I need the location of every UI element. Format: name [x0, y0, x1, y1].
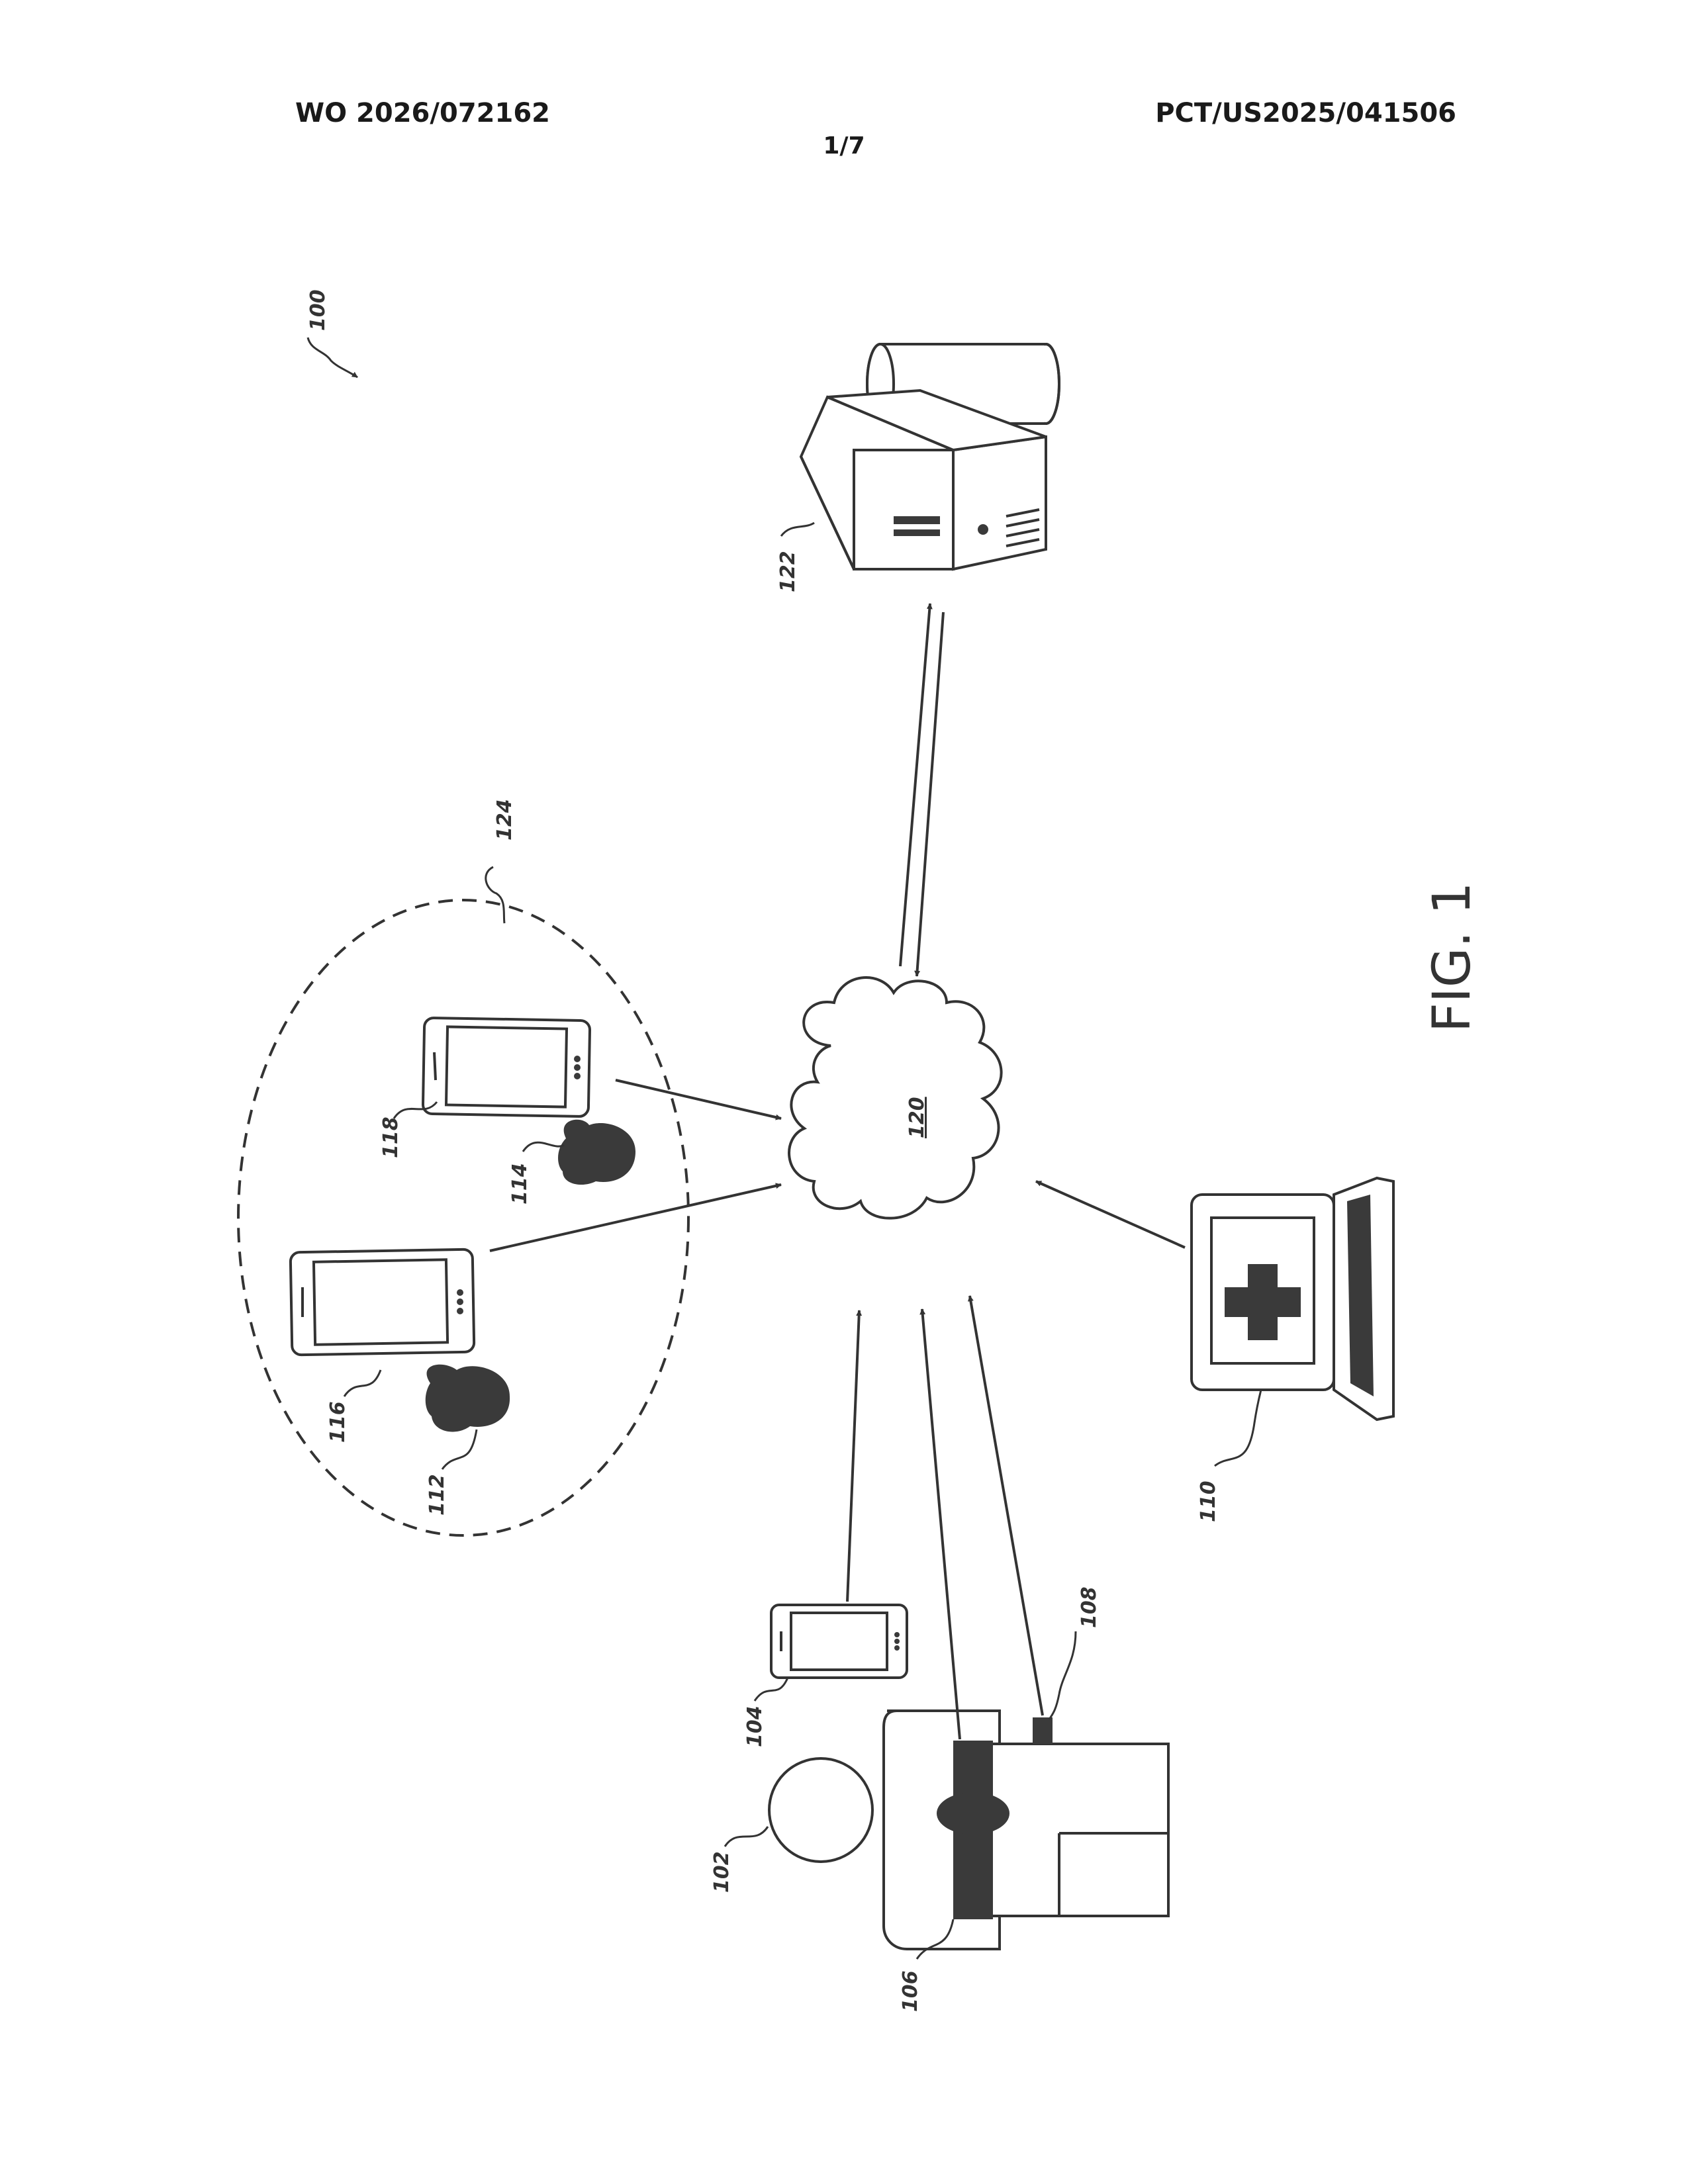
label-124: 124 — [493, 799, 516, 841]
label-114: 114 — [508, 1163, 532, 1205]
user-arm-block — [983, 1744, 1168, 1916]
arrow-network-to-server — [900, 604, 930, 966]
arrow-wearable-108-to-network — [970, 1296, 1043, 1715]
label-116: 116 — [326, 1401, 350, 1443]
label-104: 104 — [743, 1706, 767, 1747]
person-114: 114 — [508, 1120, 635, 1205]
label-110: 110 — [1197, 1480, 1220, 1522]
label-102: 102 — [710, 1851, 733, 1893]
person-112: 112 — [426, 1365, 510, 1516]
clinician-computer-110: 110 — [1192, 1178, 1393, 1522]
wearable-108 — [1033, 1717, 1053, 1744]
label-122: 122 — [776, 551, 800, 592]
arrow-phone-118-to-network — [616, 1080, 781, 1118]
arrow-computer-to-network — [1036, 1181, 1185, 1248]
user-phone-104: 104 — [743, 1605, 907, 1747]
network-cloud: 120 — [789, 978, 1002, 1218]
figure-caption: FIG. 1 — [1423, 882, 1482, 1032]
label-120: 120 — [906, 1097, 929, 1138]
arrow-user-phone-to-network — [847, 1310, 859, 1602]
wearable-106-face — [937, 1792, 1009, 1835]
label-112: 112 — [426, 1474, 449, 1516]
server-with-database: 122 — [776, 344, 1059, 592]
phone-118: 118 — [379, 1018, 590, 1158]
label-118: 118 — [379, 1116, 402, 1158]
arrow-wearable-106-to-network — [922, 1309, 960, 1739]
label-100: 100 — [306, 289, 330, 331]
user-head — [769, 1758, 872, 1862]
label-106: 106 — [899, 1970, 922, 2012]
arrow-phone-116-to-network — [490, 1185, 781, 1251]
label-108: 108 — [1078, 1586, 1101, 1628]
arrow-server-to-network — [917, 612, 943, 976]
system-reference: 100 — [306, 289, 357, 377]
